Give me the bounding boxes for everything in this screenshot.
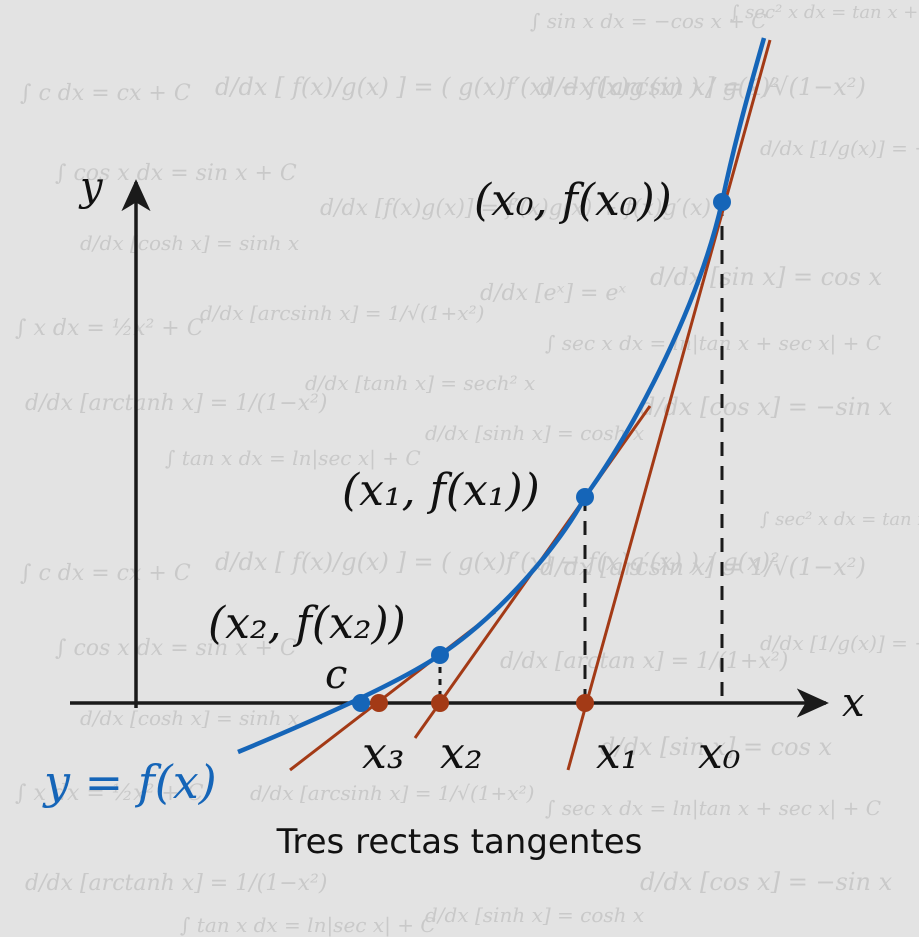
bg-formula: d/dx [arcsinh x] = 1/√(1+x²) [250,781,534,805]
tangent-line-x0 [566,39,772,771]
point-label-x0: (x₀, f(x₀)) [474,175,672,226]
bg-formula: d/dx [tanh x] = sech² x [305,371,535,395]
curve-point-x1 [576,488,594,506]
background-formulas: ∫ sin x dx = −cos x + C d/dx [ f(x)/g(x)… [15,2,919,937]
y-axis-label: y [78,164,104,210]
bg-formula: d/dx [arcsin x] = 1/√(1−x²) [540,73,866,101]
bg-formula: d/dx [arctanh x] = 1/(1−x²) [25,391,327,416]
bg-formula: ∫ tan x dx = ln|sec x| + C [165,446,421,471]
axis-label-x1: x₁ [596,728,638,779]
axis-label-x0: x₀ [698,728,741,779]
bg-formula: ∫ cos x dx = sin x + C [55,636,297,661]
axis-point-x3 [370,694,388,712]
axis-point-x1 [576,694,594,712]
bg-formula: ∫ sin x dx = −cos x + C [530,9,767,33]
bg-formula: d/dx [cosh x] = sinh x [80,706,299,730]
bg-formula: ∫ sec² x dx = tan x + C [730,2,919,23]
bg-formula: d/dx [arcsin x] = 1/√(1−x²) [540,553,866,581]
bg-formula: d/dx [cos x] = −sin x [640,393,893,421]
axis-label-x3: x₃ [362,728,404,779]
bg-formula: ∫ c dx = cx + C [20,561,191,586]
bg-formula: d/dx [arcsinh x] = 1/√(1+x²) [200,301,484,325]
root-label: c [325,652,347,698]
bg-formula: ∫ sec x dx = ln|tan x + sec x| + C [545,796,881,821]
bg-formula: d/dx [ f(x)/g(x) ] = ( g(x)f′(x) − f(x)g… [215,73,780,101]
bg-formula: d/dx [sinh x] = cosh x [425,421,644,445]
bg-formula: ∫ cos x dx = sin x + C [55,161,297,186]
bg-formula: d/dx [arctanh x] = 1/(1−x²) [25,871,327,896]
root-point-c [352,694,370,712]
diagram-caption: Tres rectas tangentes [276,822,643,862]
axis-label-x2: x₂ [440,728,482,779]
bg-formula: d/dx [arctan x] = 1/(1+x²) [500,649,788,674]
bg-formula: d/dx [1/g(x)] = −g′(x)/g(x)² [760,631,919,655]
bg-formula: d/dx [1/g(x)] = −g′(x)/g(x)² [760,136,919,160]
bg-formula: ∫ c dx = cx + C [20,81,191,106]
bg-formula: d/dx [sin x] = cos x [650,263,883,291]
point-label-x2: (x₂, f(x₂)) [208,598,406,649]
bg-formula: ∫ sec x dx = ln|tan x + sec x| + C [545,331,881,356]
curve-point-x0 [713,193,731,211]
bg-formula: ∫ sec² x dx = tan x + C [760,509,919,530]
x-axis-label: x [842,680,865,726]
bg-formula: d/dx [f(x)g(x)] = f′(x)g(x) + f(x)g′(x) [320,196,711,221]
curve-point-x2 [431,646,449,664]
bg-formula: ∫ tan x dx = ln|sec x| + C [180,913,436,937]
bg-formula: ∫ x dx = ½x² + C [15,316,204,341]
point-label-x1: (x₁, f(x₁)) [342,465,540,516]
bg-formula: d/dx [eˣ] = eˣ [480,281,626,306]
function-label: y = f(x) [42,755,217,809]
bg-formula: d/dx [sin x] = cos x [600,733,833,761]
bg-formula: d/dx [cos x] = −sin x [640,868,893,896]
bg-formula: d/dx [cosh x] = sinh x [80,231,299,255]
bg-formula: ∫ x dx = ½x² + C [15,781,204,806]
bg-formula: d/dx [sinh x] = cosh x [425,903,644,927]
axis-point-x2 [431,694,449,712]
bg-formula: d/dx [ f(x)/g(x) ] = ( g(x)f′(x) − f(x)g… [215,548,780,576]
